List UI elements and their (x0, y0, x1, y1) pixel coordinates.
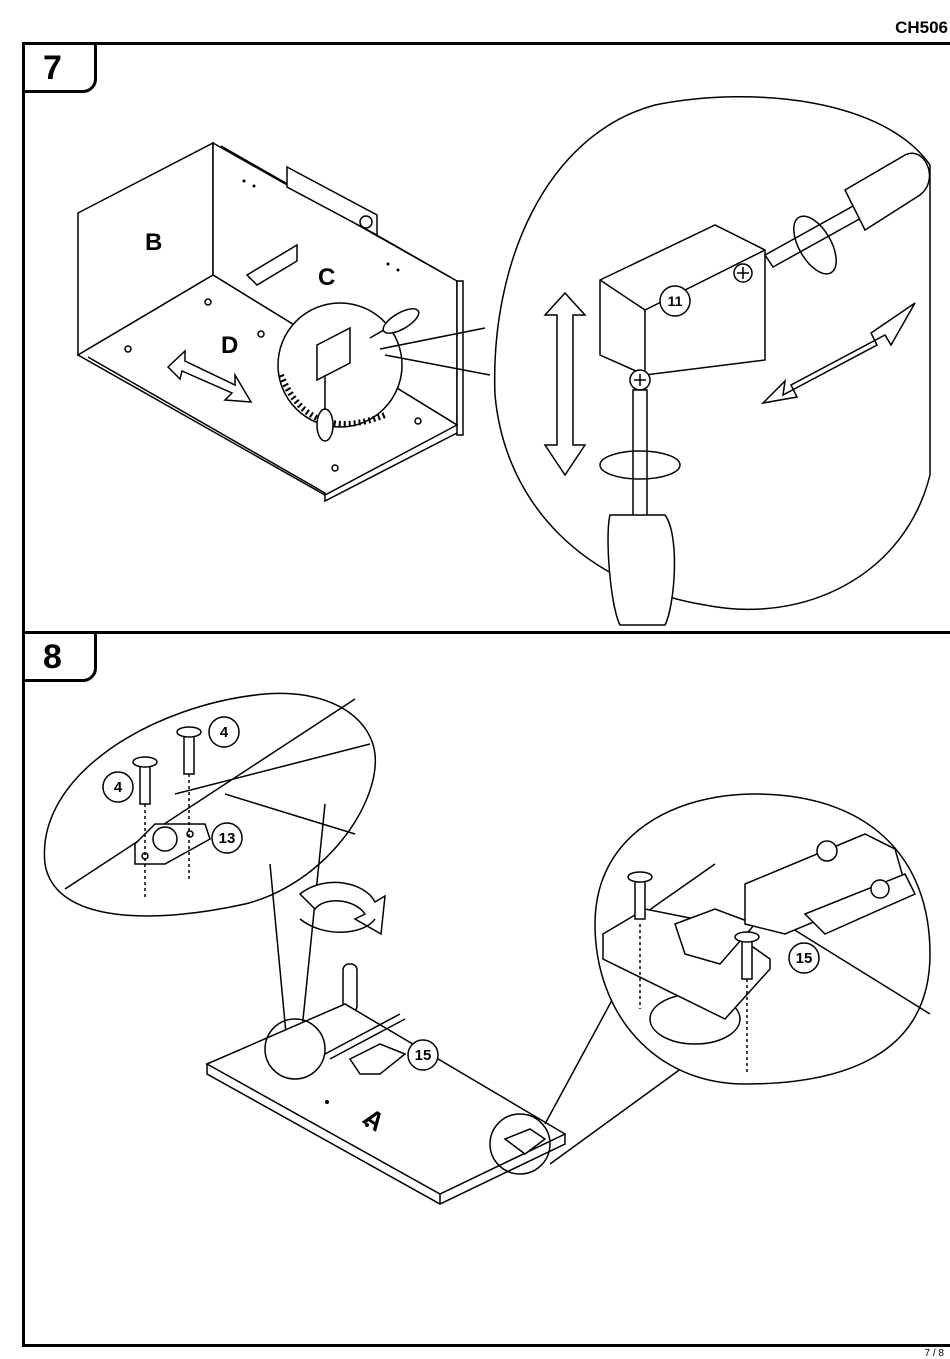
label-panel-d: D (221, 332, 238, 359)
step-8-illustration: 4 4 13 15 15 A (25, 634, 950, 1350)
callout-13-text: 13 (219, 830, 236, 847)
callout-screw-a: 4 (103, 772, 133, 802)
panel-a-drawing (207, 1004, 565, 1204)
callout-15-main: 15 (408, 1040, 438, 1070)
callout-11-text: 11 (668, 293, 683, 309)
detail-circle-large (495, 97, 930, 625)
callout-15-detail: 15 (789, 943, 819, 973)
document-code: CH506 (895, 18, 948, 38)
label-panel-c: C (318, 264, 335, 291)
step-8-panel: 8 (22, 631, 950, 1347)
label-panel-b: B (145, 229, 162, 256)
step-7-illustration: B C D 11 (25, 45, 950, 637)
detail-right (595, 794, 930, 1084)
callout-15-detail-text: 15 (796, 950, 813, 967)
callout-4a-text: 4 (114, 779, 123, 796)
callout-screw-b: 4 (209, 717, 239, 747)
callout-15-main-text: 15 (415, 1047, 432, 1064)
callout-4b-text: 4 (220, 724, 229, 741)
step-7-panel: 7 (22, 42, 950, 634)
page-number: 7 / 8 (925, 1348, 944, 1359)
callout-13: 13 (212, 823, 242, 853)
callout-11: 11 (660, 286, 690, 316)
